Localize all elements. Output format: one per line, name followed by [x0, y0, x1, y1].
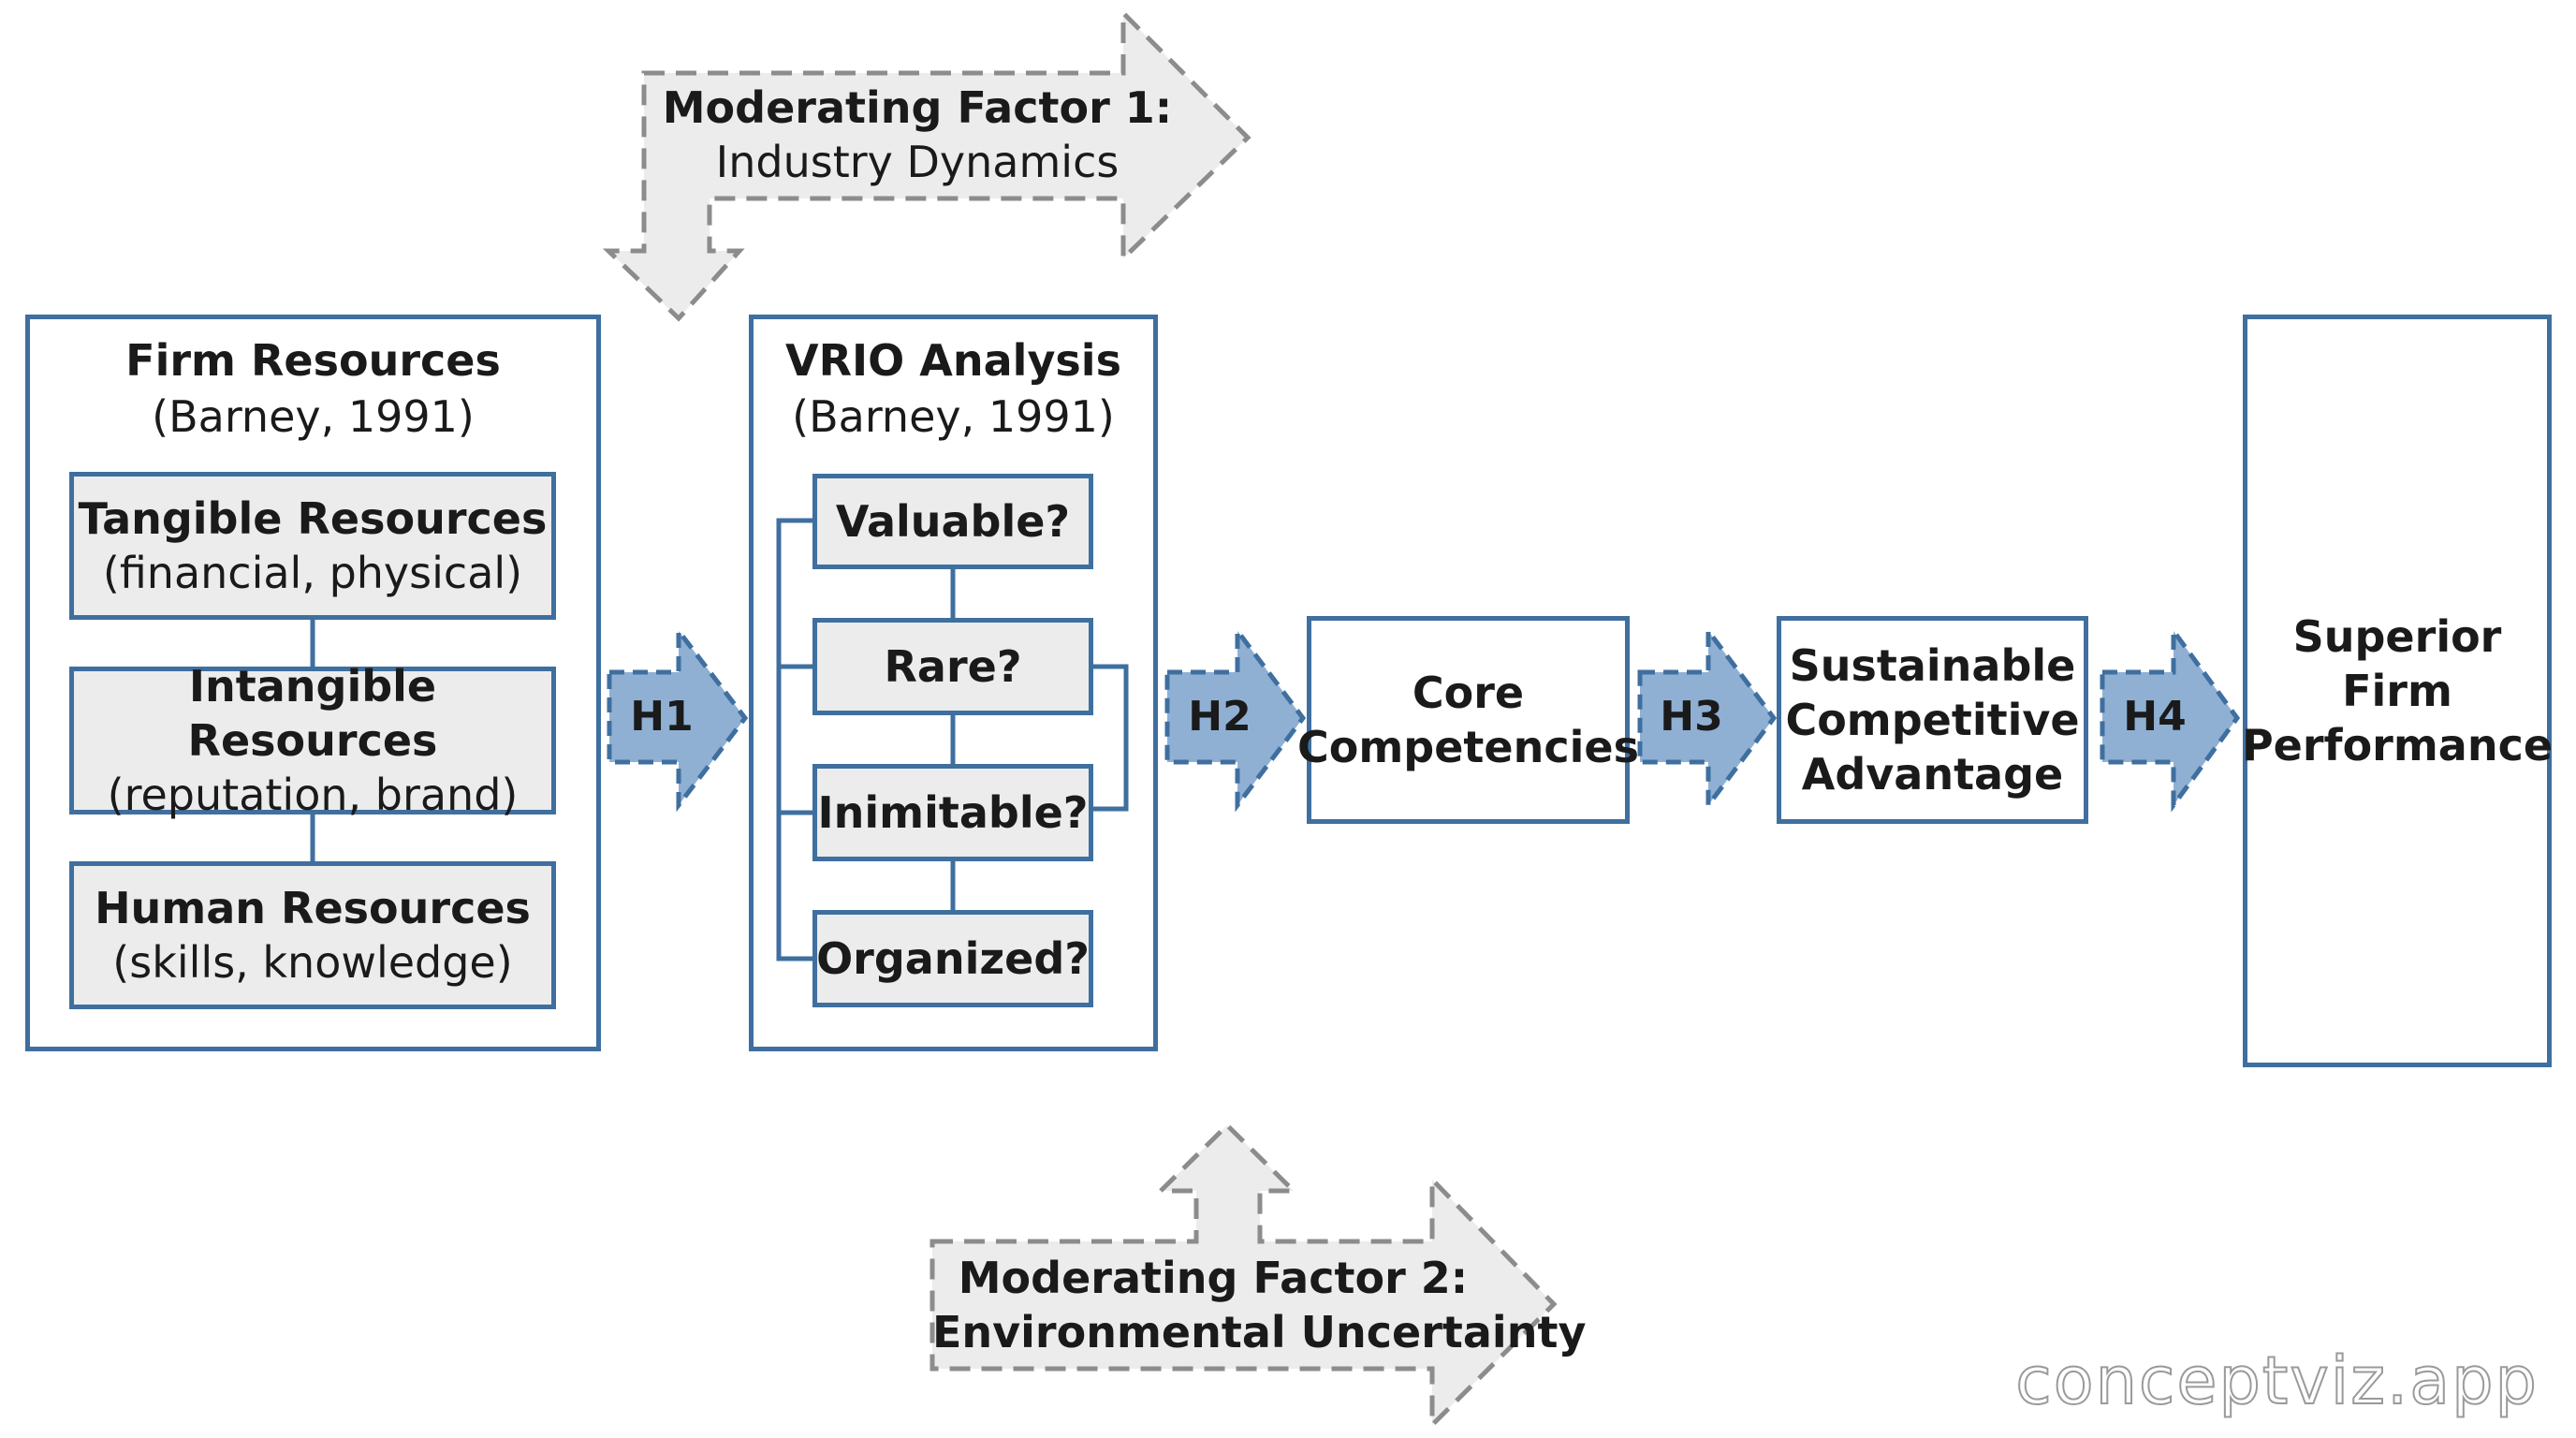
- tangible-resources-detail: (financial, physical): [102, 548, 523, 598]
- moderator-2-arrow: [929, 1122, 1558, 1431]
- h3-arrow: [1637, 624, 1778, 813]
- intangible-resources-box: Intangible Resources (reputation, brand): [69, 661, 556, 820]
- h4-label: H4: [2123, 693, 2187, 741]
- moderator-1-subtitle: Industry Dynamics: [715, 137, 1120, 187]
- vrio-organized-box: Organized?: [812, 910, 1093, 1007]
- sca-line1: Sustainable: [1789, 640, 2076, 691]
- firm-resources-title: Firm Resources: [125, 335, 501, 386]
- moderator-1-arrow: [602, 7, 1251, 322]
- h1-label: H1: [630, 693, 694, 741]
- moderator-1-title: Moderating Factor 1:: [662, 82, 1173, 133]
- vrio-analysis-citation: (Barney, 1991): [792, 391, 1115, 442]
- h2-label: H2: [1188, 693, 1251, 741]
- intangible-resources-detail: (reputation, brand): [107, 770, 519, 820]
- human-resources-detail: (skills, knowledge): [112, 937, 513, 988]
- sca-line3: Advantage: [1801, 749, 2064, 800]
- vrio-valuable-label: Valuable?: [835, 496, 1071, 547]
- performance-line2: Firm: [2342, 666, 2452, 716]
- vrio-valuable-box: Valuable?: [812, 474, 1093, 569]
- vrio-inimitable-box: Inimitable?: [812, 764, 1093, 861]
- vrio-analysis-title: VRIO Analysis: [785, 335, 1121, 386]
- h4-arrow: [2100, 624, 2241, 813]
- watermark: conceptviz.app: [2014, 1342, 2539, 1420]
- vrio-rare-label: Rare?: [884, 641, 1022, 692]
- h2-arrow: [1164, 624, 1307, 813]
- performance-line3: Performance: [2241, 720, 2554, 770]
- intangible-resources-name: Intangible Resources: [187, 661, 438, 766]
- core-competencies-box: Core Competencies: [1297, 616, 1639, 824]
- moderator-2-subtitle: Environmental Uncertainty: [932, 1307, 1587, 1357]
- superior-firm-performance-box: Superior Firm Performance: [2241, 315, 2554, 1067]
- human-resources-box: Human Resources (skills, knowledge): [69, 861, 556, 1009]
- vrio-inimitable-label: Inimitable?: [817, 787, 1089, 838]
- human-resources-name: Human Resources: [95, 883, 531, 933]
- sustainable-competitive-advantage-box: Sustainable Competitive Advantage: [1777, 616, 2088, 824]
- tangible-resources-box: Tangible Resources (financial, physical): [69, 472, 556, 620]
- sca-line2: Competitive: [1785, 695, 2080, 745]
- tangible-resources-name: Tangible Resources: [78, 493, 548, 544]
- vrio-organized-label: Organized?: [816, 933, 1090, 984]
- h3-label: H3: [1660, 693, 1723, 741]
- moderator-2-title: Moderating Factor 2:: [958, 1253, 1469, 1303]
- performance-line1: Superior: [2292, 611, 2502, 662]
- core-competencies-line2: Competencies: [1297, 722, 1639, 772]
- h1-arrow: [607, 624, 749, 813]
- vrio-rare-box: Rare?: [812, 618, 1093, 715]
- firm-resources-citation: (Barney, 1991): [152, 391, 475, 442]
- core-competencies-line1: Core: [1412, 668, 1525, 718]
